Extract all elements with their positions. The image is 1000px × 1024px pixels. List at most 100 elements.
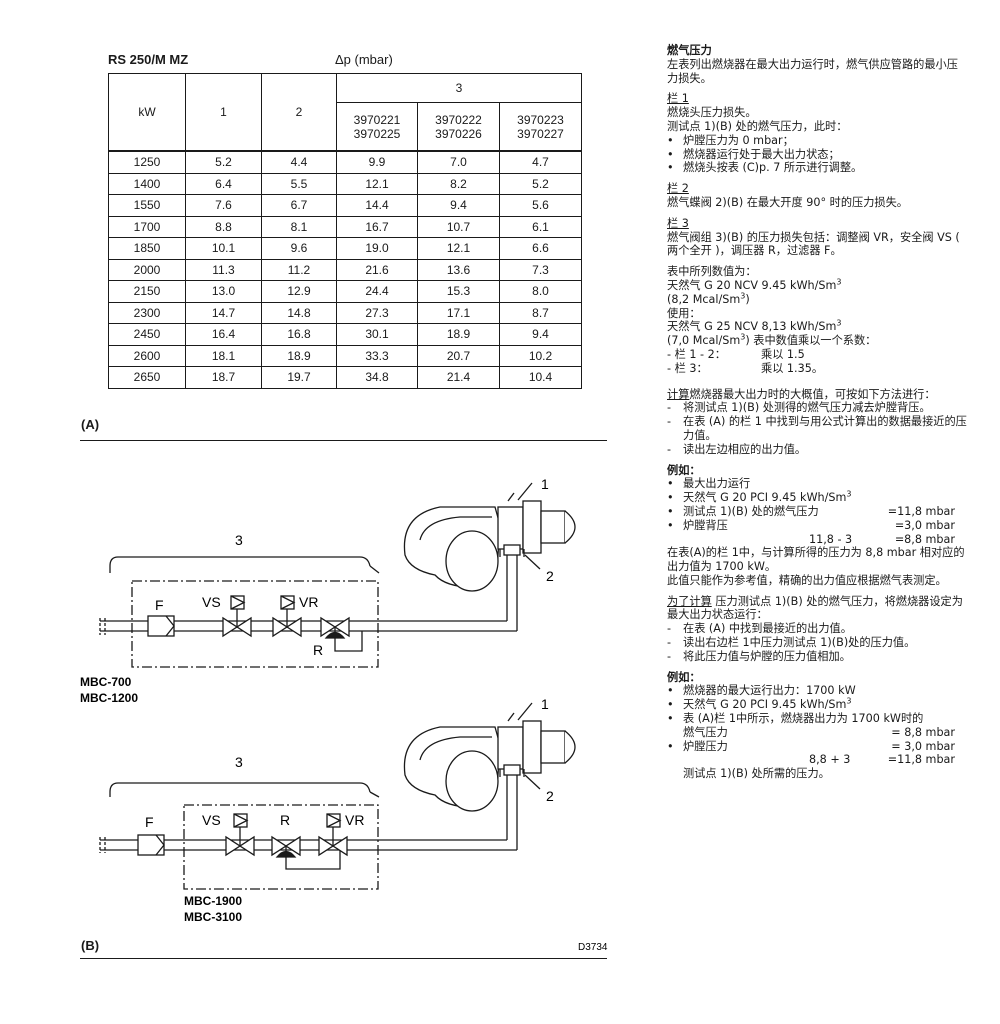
example1-note: 此值只能作为参考值，精确的出力值应根据燃气表测定。: [667, 573, 947, 587]
row-value-cell: 18.9: [417, 323, 500, 346]
example1-item: •测试点 1)(B) 处的燃气压力=11,8 mbar: [667, 504, 955, 518]
r-label-bottom: R: [280, 812, 290, 828]
point-1-label-top: 1: [541, 476, 549, 492]
drawing-code: D3734: [578, 942, 608, 953]
example2-item: •炉膛压力= 3,0 mbar: [667, 739, 955, 753]
burner-icon-top: [403, 482, 576, 592]
row-value-cell: 21.4: [417, 366, 500, 389]
example2-calc: 8,8 + 3=11,8 mbar: [809, 753, 955, 767]
row-value-cell: 9.6: [261, 237, 337, 260]
row-value-cell: 34.8: [336, 366, 418, 389]
row-value-cell: 15.3: [417, 280, 500, 303]
row-value-cell: 18.9: [261, 344, 337, 367]
example1-item: •最大出力运行: [667, 477, 751, 491]
row-value-cell: 6.1: [499, 215, 582, 238]
row-power-cell: 1850: [108, 237, 186, 260]
instructions-column: 燃气压力 左表列出燃烧器在最大出力运行时，燃气供应管路的最小压力损失。 栏 1 …: [667, 44, 967, 788]
col1-line1: 燃烧头压力损失。: [667, 106, 757, 120]
table-unit-label: Δp (mbar): [335, 52, 393, 67]
filter-label-top: F: [155, 597, 164, 613]
example2-item: 燃气压力= 8,8 mbar: [683, 725, 955, 739]
group-3-brace-top: [109, 556, 371, 567]
row-value-cell: 18.7: [185, 366, 262, 389]
group-3-label-top: 3: [235, 532, 243, 548]
row-value-cell: 13.6: [417, 258, 500, 281]
example2-heading: 例如：: [667, 670, 701, 684]
row-power-cell: 2150: [108, 280, 186, 303]
col1-bullet: •燃烧头按表 (C)p. 7 所示进行调整。: [667, 161, 863, 175]
row-power-cell: 1250: [108, 150, 186, 174]
vr-label-bottom: VR: [345, 812, 364, 828]
group-3-brace-bottom: [109, 782, 371, 793]
col2-line1: 燃气蝶阀 2)(B) 在最大开度 90° 时的压力损失。: [667, 195, 908, 209]
example1-result: 在表(A)的栏 1中，与计算所得的压力为 8,8 mbar 相对应的出力值为 1…: [667, 546, 965, 574]
example2-result: 测试点 1)(B) 处所需的压力。: [683, 767, 830, 781]
row-power-cell: 2300: [108, 301, 186, 324]
values-line: (7,0 Mcal/Sm3) 表中数值乘以一个系数：: [667, 332, 877, 348]
row-value-cell: 21.6: [336, 258, 418, 281]
group-3-label-bottom: 3: [235, 754, 243, 770]
calc2-intro: 为了计算 压力测试点 1)(B) 处的燃气压力，将燃烧器设定为最大出力状态运行：: [667, 594, 963, 622]
section-title: 燃气压力: [667, 44, 712, 57]
row-value-cell: 9.9: [336, 150, 418, 174]
values-line: 天然气 G 25 NCV 8,13 kWh/Sm3: [667, 318, 842, 334]
row-power-cell: 1400: [108, 172, 186, 195]
values-line: 表中所列数值为：: [667, 265, 757, 279]
row-value-cell: 5.2: [185, 150, 262, 174]
calc-step: -将测试点 1)(B) 处测得的燃气压力减去炉膛背压。: [667, 401, 931, 415]
filter-icon: [147, 615, 175, 637]
row-value-cell: 8.8: [185, 215, 262, 238]
row-power-cell: 1700: [108, 215, 186, 238]
row-value-cell: 11.2: [261, 258, 337, 281]
row-value-cell: 11.3: [185, 258, 262, 281]
row-value-cell: 24.4: [336, 280, 418, 303]
row-value-cell: 14.7: [185, 301, 262, 324]
model-bottom-2: MBC-3100: [184, 910, 242, 924]
row-value-cell: 6.4: [185, 172, 262, 195]
row-value-cell: 14.8: [261, 301, 337, 324]
calc2-step: -读出右边栏 1中压力测试点 1)(B)处的压力值。: [667, 636, 916, 650]
values-line: 天然气 G 20 NCV 9.45 kWh/Sm3: [667, 277, 842, 292]
row-value-cell: 7.0: [417, 150, 500, 174]
row-value-cell: 16.4: [185, 323, 262, 346]
row-power-cell: 2600: [108, 344, 186, 367]
calc-step: -读出左边相应的出力值。: [667, 442, 807, 456]
vs-label-bottom: VS: [202, 812, 221, 828]
col1-bullet: •炉膛压力为 0 mbar；: [667, 133, 794, 147]
model-bottom-1: MBC-1900: [184, 894, 242, 908]
example1-item: •炉膛背压=3,0 mbar: [667, 518, 955, 532]
model-top-2: MBC-1200: [80, 691, 138, 705]
intro-text: 左表列出燃烧器在最大出力运行时，燃气供应管路的最小压力损失。: [667, 57, 958, 85]
point-1-label-bottom: 1: [541, 696, 549, 712]
r-label-top: R: [313, 642, 323, 658]
row-value-cell: 7.6: [185, 194, 262, 217]
figure-a-label: (A): [81, 417, 100, 432]
header-col-1: 1: [185, 73, 262, 152]
calc-step: -在表 (A) 的栏 1 中找到与用公式计算出的数据最接近的压力值。: [667, 415, 967, 442]
divider-b: [80, 958, 607, 959]
row-power-cell: 1550: [108, 194, 186, 217]
calc2-step: -将此压力值与炉膛的压力值相加。: [667, 649, 851, 663]
row-value-cell: 17.1: [417, 301, 500, 324]
example2-item: •表 (A)栏 1中所示，燃烧器出力为 1700 kW时的: [667, 712, 924, 726]
gas-train-diagram: 3 1 2 F VS VR R MBC-700 MBC-1200 3 1 2 F…: [80, 476, 608, 953]
row-value-cell: 6.7: [261, 194, 337, 217]
row-value-cell: 4.7: [499, 150, 582, 174]
row-value-cell: 13.0: [185, 280, 262, 303]
calc2-step: -在表 (A) 中找到最接近的出力值。: [667, 622, 852, 636]
row-value-cell: 10.7: [417, 215, 500, 238]
row-value-cell: 12.9: [261, 280, 337, 303]
calc-intro: 计算燃烧器最大出力时的大概值，可按如下方法进行：: [667, 387, 936, 401]
row-value-cell: 9.4: [417, 194, 500, 217]
row-value-cell: 16.8: [261, 323, 337, 346]
row-value-cell: 16.7: [336, 215, 418, 238]
row-value-cell: 27.3: [336, 301, 418, 324]
